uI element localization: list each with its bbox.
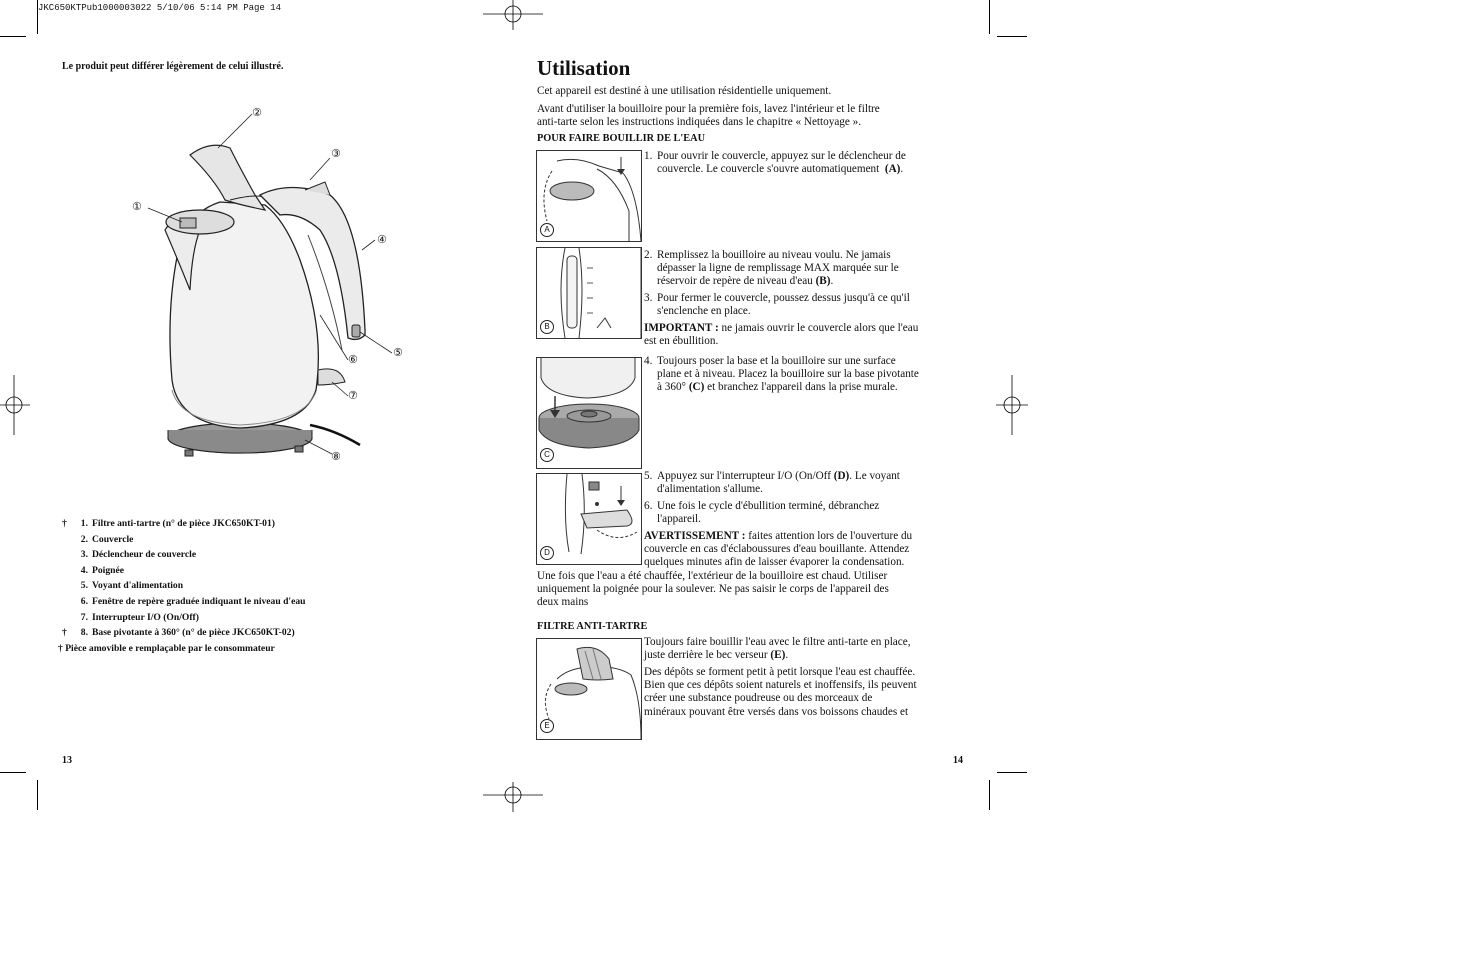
step-4: 4.Toujours poser la base et la bouilloir… (644, 355, 919, 394)
intro-paragraph-2: Avant d'utiliser la bouilloire pour la p… (537, 103, 880, 129)
list-item: †1.Filtre anti-tartre (n° de pièce JKC65… (62, 518, 275, 529)
print-slug: JKC650KTPub1000003022 5/10/06 5:14 PM Pa… (38, 3, 282, 13)
step-1: 1.Pour ouvrir le couvercle, appuyez sur … (644, 150, 906, 176)
filter-paragraph-2: Des dépôts se forment petit à petit lors… (644, 666, 917, 718)
list-item: †8.Base pivotante à 360° (n° de pièce JK… (62, 627, 295, 639)
figure-e-label: E (540, 719, 554, 733)
callout-4: ④ (377, 233, 387, 246)
figure-b: B (536, 247, 642, 339)
page-number-left: 13 (62, 755, 72, 766)
intro-paragraph-1: Cet appareil est destiné à une utilisati… (537, 85, 832, 97)
callout-1: ① (132, 200, 142, 213)
registration-mark-right (996, 375, 1028, 435)
section-heading-boil: POUR FAIRE BOUILLIR DE L'EAU (537, 133, 706, 144)
list-item: 2.Couvercle (80, 533, 134, 545)
kettle-illustration (147, 113, 393, 457)
callout-7: ⑦ (348, 389, 358, 402)
list-item: 5.Voyant d'alimentation (80, 580, 184, 592)
page-title: Utilisation (537, 56, 631, 80)
list-item: 4.Poignée (80, 564, 124, 576)
step-2: 2.Remplissez la bouilloire au niveau vou… (644, 249, 899, 288)
registration-mark-bottom (483, 782, 543, 812)
callout-3: ③ (331, 147, 341, 160)
step-6: 6.Une fois le cycle d'ébullition terminé… (644, 500, 880, 526)
registration-mark-top (483, 0, 543, 30)
filter-paragraph-1: Toujours faire bouillir l'eau avec le fi… (644, 636, 911, 662)
callout-2: ② (252, 106, 262, 119)
figure-c-label: C (540, 448, 554, 462)
callout-6: ⑥ (348, 353, 358, 366)
parts-list: †1.Filtre anti-tartre (n° de pièce JKC65… (58, 518, 306, 658)
figure-b-label: B (540, 320, 554, 334)
figure-d: D (536, 473, 642, 565)
list-item: 7.Interrupteur I/O (On/Off) (80, 611, 199, 623)
figure-a: A (536, 150, 642, 242)
registration-mark-left (0, 375, 30, 435)
disclaimer-text: Le produit peut différer légèrement de c… (62, 61, 284, 72)
step-3: 3.Pour fermer le couvercle, poussez dess… (644, 292, 910, 318)
important-note: IMPORTANT : ne jamais ouvrir le couvercl… (644, 322, 919, 348)
section-heading-filter: FILTRE ANTI-TARTRE (537, 621, 648, 632)
list-item: 3.Déclencheur de couvercle (80, 549, 197, 561)
page-number-right: 14 (953, 755, 963, 766)
figure-c: C (536, 357, 642, 469)
step-5: 5.Appuyez sur l'interrupteur I/O (On/Off… (644, 470, 900, 496)
list-item: 6.Fenêtre de repère graduée indiquant le… (80, 595, 306, 607)
hot-surface-paragraph: Une fois que l'eau a été chauffée, l'ext… (537, 570, 889, 609)
figure-e: E (536, 638, 642, 740)
warning-note: AVERTISSEMENT : faites attention lors de… (644, 530, 913, 569)
callout-5: ⑤ (393, 346, 403, 359)
figure-a-label: A (540, 223, 554, 237)
callout-8: ⑧ (331, 450, 341, 463)
parts-footnote: † Pièce amovible e remplaçable par le co… (58, 642, 275, 654)
figure-d-label: D (540, 546, 554, 560)
